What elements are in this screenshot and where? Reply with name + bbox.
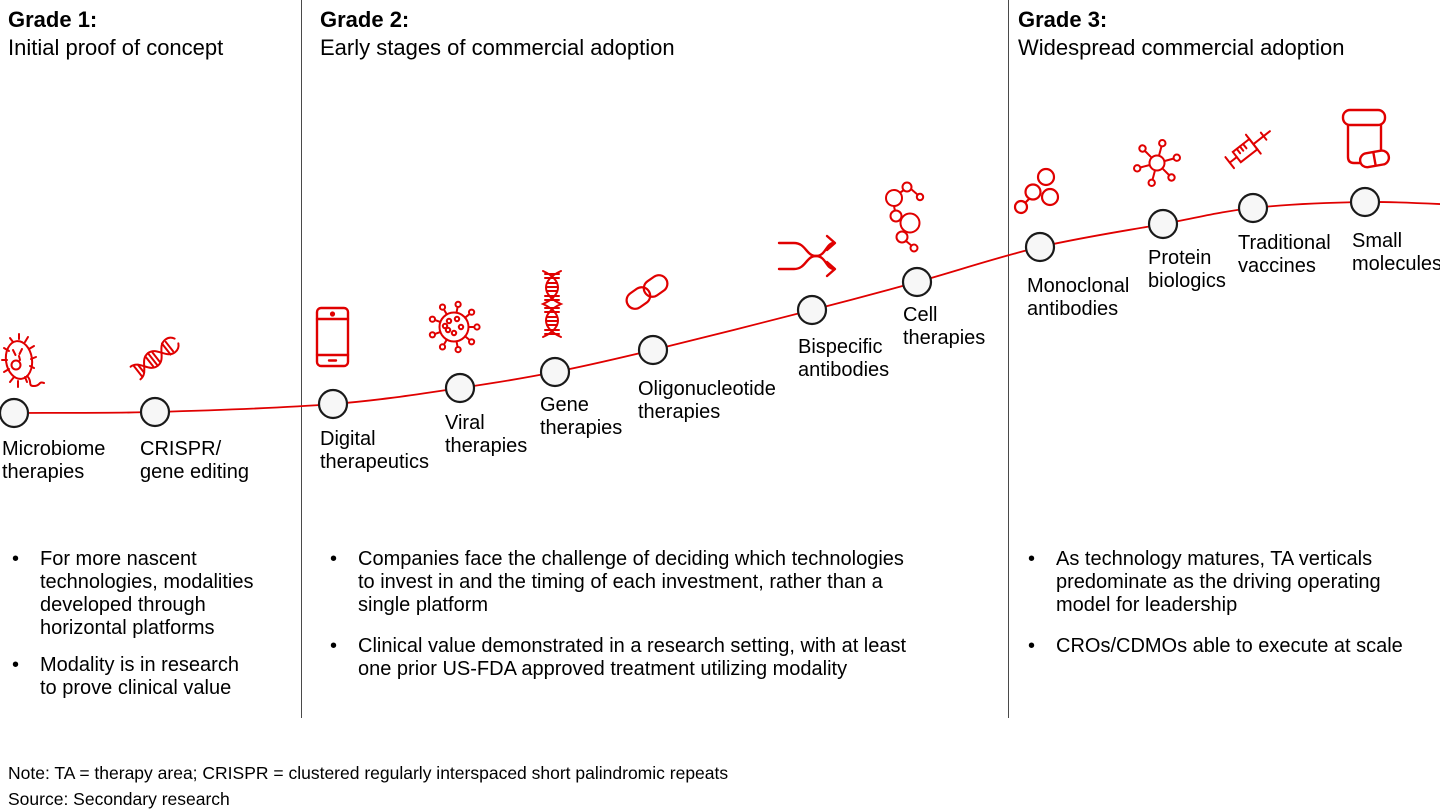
curve-node (0, 397, 30, 429)
curve-node (539, 356, 571, 388)
footer-source: Source: Secondary research (8, 789, 230, 809)
node-label-bispecific: Bispecific antibodies (798, 336, 890, 381)
stage-divider-1 (301, 0, 302, 718)
bullet-dot: • (12, 548, 20, 570)
branch-arrows-icon (776, 230, 838, 280)
virus-icon (424, 296, 486, 356)
stage-3-bullets: • As technology matures, TA verticals pr… (1028, 548, 1433, 672)
curve-node (796, 294, 828, 326)
curve-node (1024, 231, 1056, 263)
bullet-item: • Clinical value demonstrated in a resea… (330, 635, 907, 680)
stage-1-title: Grade 1: (8, 7, 98, 32)
node-label-small-molecules: Small molecules (1352, 230, 1440, 275)
curve-node (317, 388, 349, 420)
stage-2-bullets: • Companies face the challenge of decidi… (330, 548, 980, 695)
dna-diagonal-icon (124, 326, 188, 388)
curve-node (1349, 186, 1381, 218)
smartphone-icon (314, 306, 352, 368)
bullet-item: • For more nascent technologies, modalit… (12, 548, 254, 639)
hub-spoke-icon (1128, 134, 1186, 192)
node-label-monoclonal: Monoclonal antibodies (1027, 275, 1130, 320)
node-label-traditional: Traditional vaccines (1238, 232, 1331, 277)
stage-divider-2 (1008, 0, 1009, 718)
footer-note: Note: TA = therapy area; CRISPR = cluste… (8, 763, 729, 783)
syringe-icon (1222, 118, 1280, 174)
stage-3-header: Grade 3: Widespread commercial adoption (1018, 6, 1345, 62)
bullet-dot: • (330, 548, 338, 570)
bacteria-icon (0, 330, 56, 392)
bullet-item: • Companies face the challenge of decidi… (330, 548, 904, 616)
stage-2-header: Grade 2: Early stages of commercial adop… (320, 6, 675, 62)
stage-1-header: Grade 1: Initial proof of concept (8, 6, 223, 62)
stage-2-title: Grade 2: (320, 7, 410, 32)
node-label-gene: Gene therapies (540, 394, 623, 439)
bullet-item: • CROs/CDMOs able to execute at scale (1028, 635, 1403, 657)
bullet-dot: • (12, 654, 20, 676)
curve-node (444, 372, 476, 404)
stage-1-subtitle: Initial proof of concept (8, 35, 224, 60)
bullet-item: • As technology matures, TA verticals pr… (1028, 548, 1381, 616)
stage-3-subtitle: Widespread commercial adoption (1018, 35, 1345, 60)
node-label-digital: Digital therapeutics (320, 428, 429, 473)
cell-cluster-icon (882, 178, 930, 256)
curve-node (1147, 208, 1179, 240)
curve-node (139, 396, 171, 428)
stage-3-title: Grade 3: (1018, 7, 1108, 32)
bullet-item: • Modality is in research to prove clini… (12, 654, 239, 699)
curve-node (637, 334, 669, 366)
stage-2-subtitle: Early stages of commercial adoption (320, 35, 675, 60)
node-label-oligonucleotide: Oligonucleotide therapies (638, 378, 776, 423)
chain-link-icon (618, 268, 676, 316)
node-label-cell: Cell therapies (903, 304, 986, 349)
dna-vertical-icon (536, 269, 568, 341)
curve-node (1237, 192, 1269, 224)
bullet-dot: • (330, 635, 338, 657)
curve-line (0, 201, 1440, 415)
node-label-viral: Viral therapies (445, 412, 528, 457)
footer: Note: TA = therapy area; CRISPR = cluste… (8, 760, 728, 810)
node-label-crispr: CRISPR/ gene editing (140, 438, 249, 483)
stage-1-bullets: • For more nascent technologies, modalit… (12, 548, 292, 714)
node-label-protein: Protein biologics (1148, 247, 1226, 292)
molecule-trefoil-icon (1012, 166, 1064, 218)
curve-node (901, 266, 933, 298)
pill-bottle-icon (1336, 106, 1392, 174)
node-label-microbiome: Microbiome therapies (2, 438, 106, 483)
bullet-dot: • (1028, 635, 1036, 657)
bullet-dot: • (1028, 548, 1036, 570)
